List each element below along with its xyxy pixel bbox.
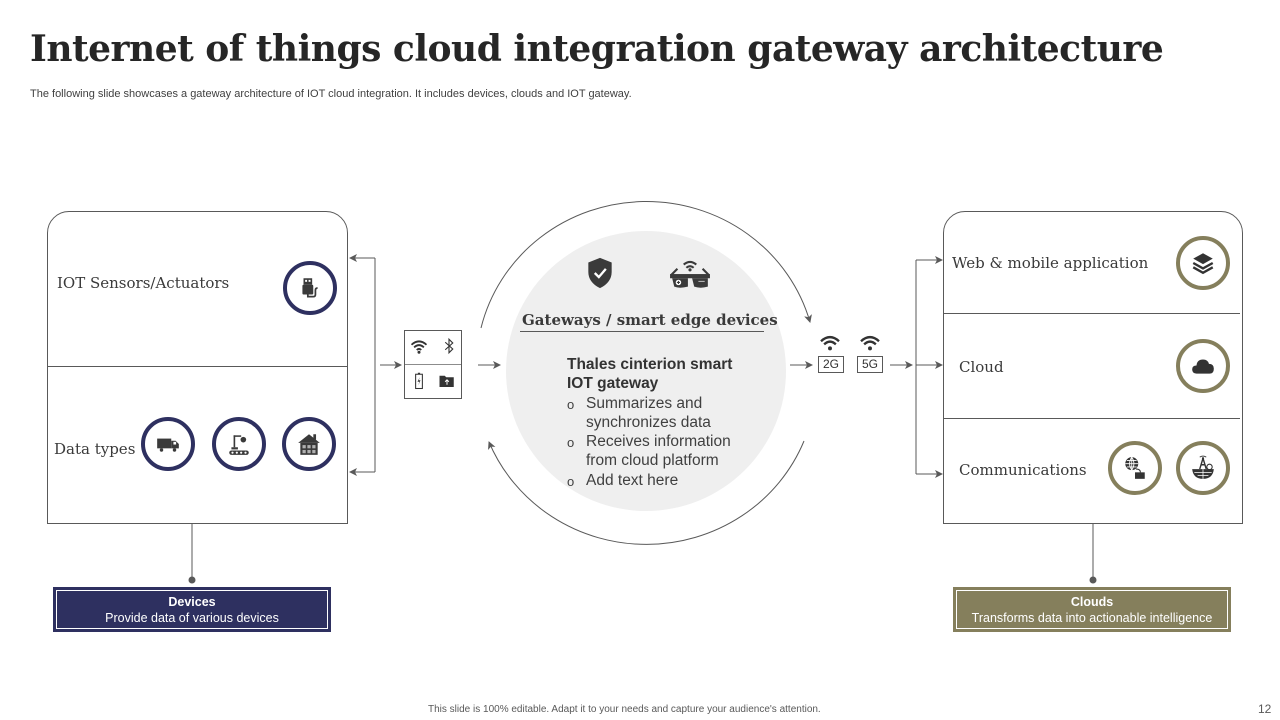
battery-charging-icon [415,372,423,390]
clouds-panel-divider [943,313,1240,314]
network-badge-2g: 2G [818,356,844,373]
factory-robot-icon [212,417,266,471]
slide-subtitle: The following slide showcases a gateway … [30,88,632,100]
shield-check-icon [588,257,612,289]
clouds-legend: Clouds Transforms data into actionable i… [953,587,1231,632]
cycle-arc-bottom [488,440,805,545]
layers-icon [1176,236,1230,290]
slide-title: Internet of things cloud integration gat… [30,28,1164,70]
devices-panel-divider [47,366,348,367]
gateway-title: Gateways / smart edge devices [522,311,778,329]
bluetooth-icon [444,337,454,355]
clouds-stem-dot [1089,576,1097,584]
data-types-label: Data types [54,440,136,458]
connectivity-box [404,330,462,399]
wifi-icon [860,335,880,351]
iot-sensors-label: IOT Sensors/Actuators [57,274,230,292]
clouds-legend-title: Clouds [1070,595,1114,609]
web-mobile-label: Web & mobile application [952,254,1149,272]
devices-legend: Devices Provide data of various devices [53,587,331,632]
clouds-panel-divider [943,418,1240,419]
gateway-description: Thales cinterion smart IOT gateway Summa… [567,355,767,492]
wifi-icon [410,340,428,354]
usb-plug-icon [283,261,337,315]
network-badge-5g: 5G [857,356,883,373]
cloud-label: Cloud [959,358,1004,376]
gateway-bullet: Add text here [567,471,767,492]
gateway-heading-line1: Thales cinterion smart [567,356,733,373]
cloud-icon [1176,339,1230,393]
smart-glasses-icon [670,260,710,288]
devices-legend-text: Provide data of various devices [105,610,279,625]
satellite-tower-icon [1176,441,1230,495]
page-number: 12 [1258,702,1272,716]
smart-home-icon [282,417,336,471]
devices-stem-dot [188,576,196,584]
connectivity-divider [405,364,461,365]
footer-note: This slide is 100% editable. Adapt it to… [428,704,821,715]
right-bracket-arrows [915,256,943,478]
gateway-bullet: Summarizes and synchronizes data [567,394,736,433]
communications-label: Communications [959,461,1087,479]
truck-icon [141,417,195,471]
wifi-icon [820,335,840,351]
left-bracket-arrows [349,254,376,476]
gateway-bullet-list: Summarizes and synchronizes data Receive… [567,394,767,492]
clouds-legend-text: Transforms data into actionable intellig… [971,610,1213,625]
devices-legend-title: Devices [168,595,216,609]
gateway-title-underline [520,331,764,332]
cycle-arc-top [480,201,812,329]
globe-network-icon [1108,441,1162,495]
gateway-bullet: Receives information from cloud platform [567,432,746,471]
devices-panel [47,211,348,524]
folder-upload-icon [439,375,454,387]
gateway-heading-line2: IOT gateway [567,375,659,393]
